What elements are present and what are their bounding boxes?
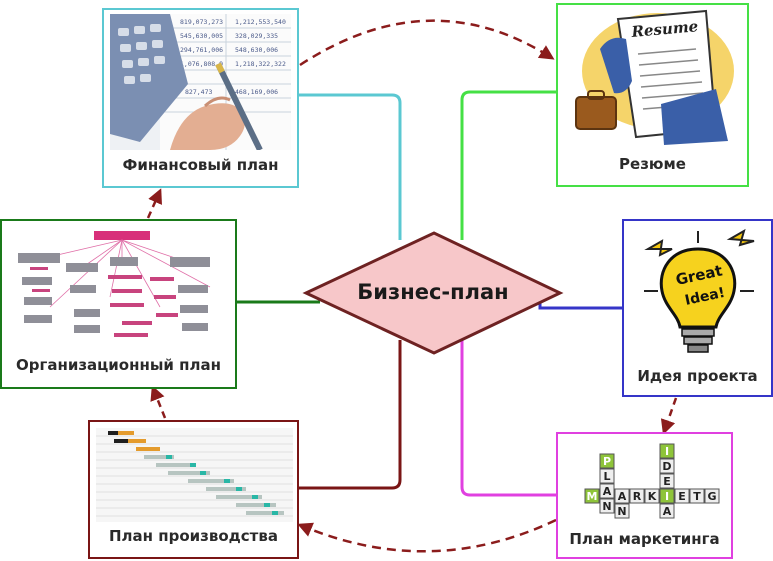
arm-icon [600, 37, 632, 94]
tile-n2: N [617, 505, 626, 518]
lightbulb-image: Great Idea! [644, 228, 755, 353]
tile-m: M [587, 490, 598, 503]
tile-a3: A [618, 490, 627, 503]
tile-a2: A [663, 505, 672, 518]
arrow-marketing-to-production [297, 518, 557, 553]
fin-val-5: 1,212,553,540 [235, 18, 286, 26]
fin-val-1: 819,073,273 [180, 18, 223, 26]
briefcase-icon [575, 96, 617, 130]
calculator-icon [110, 14, 188, 142]
tile-t: T [693, 490, 701, 503]
tile-r: R [633, 490, 642, 503]
tile-g: G [707, 490, 716, 503]
fin-val-8: 1,218,322,322 [235, 60, 286, 68]
tile-p: P [603, 455, 611, 468]
node-marketing-label: План маркетинга [569, 530, 720, 548]
resume-image: Resume [575, 9, 734, 145]
fin-val-10: 468,169,006 [235, 88, 278, 96]
arrow-idea-to-marketing [660, 397, 678, 435]
arrow-organization-to-financial [146, 188, 162, 219]
fin-val-4: 1,076,808,9 [180, 60, 223, 68]
fin-val-2: 545,630,005 [180, 32, 223, 40]
tile-a: A [603, 485, 612, 498]
lightbulb-icon [659, 247, 737, 329]
connector-resume [460, 90, 557, 240]
tile-n: N [602, 500, 611, 513]
connector-production [298, 340, 402, 490]
tile-k: K [648, 490, 657, 503]
node-production-label: План производства [109, 527, 278, 545]
pen-icon [215, 62, 263, 150]
gantt-image [96, 428, 293, 522]
fin-val-3: 294,761,006 [180, 46, 223, 54]
node-financial-label: Финансовый план [122, 156, 279, 174]
tile-l: L [603, 470, 610, 483]
fin-val-6: 328,029,335 [235, 32, 278, 40]
tile-e2: E [678, 490, 686, 503]
tile-i2: I [665, 490, 669, 503]
node-organization-label: Организационный план [16, 356, 221, 374]
tile-d: D [662, 460, 671, 473]
fin-val-9: 827,473 [185, 88, 212, 96]
node-resume: Resume Резюме [556, 3, 749, 187]
hand-icon [170, 103, 245, 150]
arrow-production-to-organization [150, 385, 167, 419]
center-label: Бизнес-план [357, 280, 509, 304]
arrow-financial-to-resume [299, 19, 555, 67]
resume-title: Resume [630, 17, 699, 41]
fin-val-7: 548,630,006 [235, 46, 278, 54]
tile-i1: I [665, 445, 669, 458]
node-production: План производства [88, 420, 299, 559]
node-idea: Great Idea! Идея проекта [622, 219, 773, 397]
node-marketing: P L A N I D E A M A R K E T I N G План м… [556, 432, 733, 559]
tile-e1: E [663, 475, 671, 488]
connector-marketing [460, 340, 557, 497]
center-diamond [302, 231, 564, 355]
node-financial: 819,073,273 545,630,005 294,761,006 1,07… [102, 8, 299, 188]
connector-financial [298, 93, 402, 240]
node-organization: Организационный план [0, 219, 237, 389]
node-idea-label: Идея проекта [637, 367, 758, 385]
org-chart-image [18, 231, 211, 337]
marketing-tiles-image: P L A N I D E A M A R K E T I N G [584, 443, 720, 519]
node-resume-label: Резюме [619, 155, 686, 173]
financial-image: 819,073,273 545,630,005 294,761,006 1,07… [110, 14, 291, 150]
